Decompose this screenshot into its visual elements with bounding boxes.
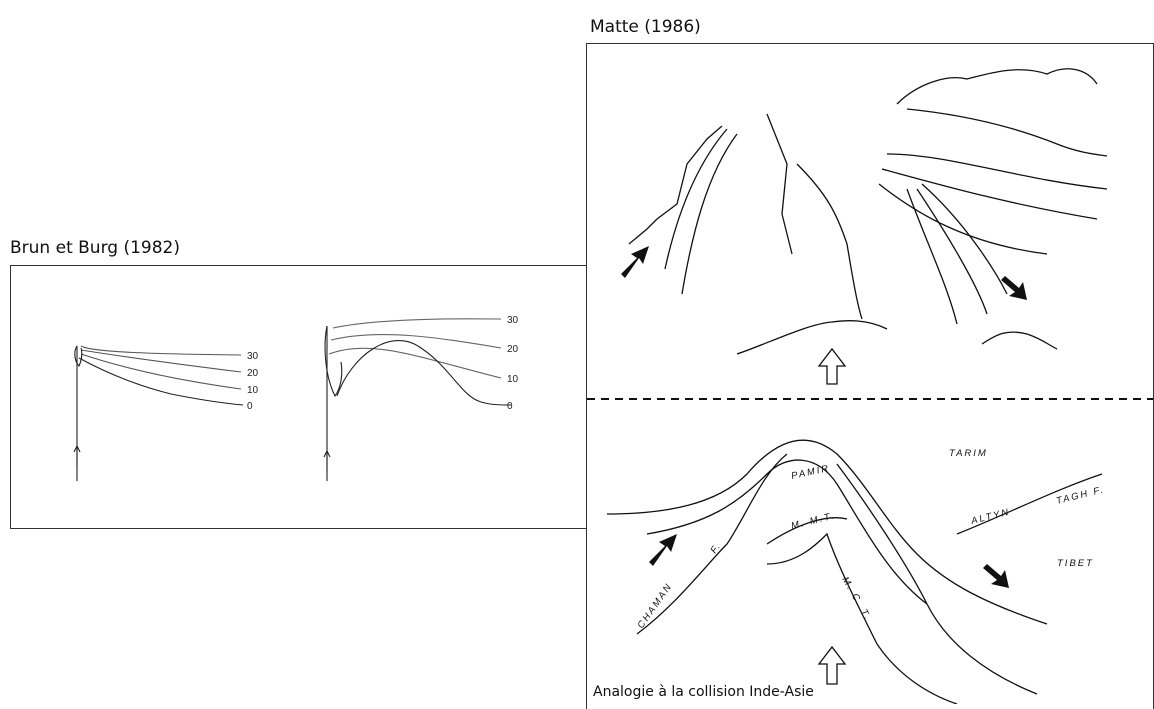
matte-panel: TARIM PAMIR ALTYN TAGH F. M. M.T. TIBET … (586, 43, 1154, 709)
matte-diagram: TARIM PAMIR ALTYN TAGH F. M. M.T. TIBET … (587, 44, 1153, 704)
small-model-label-10: 10 (247, 385, 259, 396)
label-mct: M. C. T. (839, 575, 873, 623)
large-model-label-0: 0 (507, 401, 513, 412)
thrust-ne-3 (882, 169, 1097, 219)
label-tarim: TARIM (949, 448, 988, 459)
arrow-lower-left (649, 534, 677, 566)
large-model-label-20: 20 (507, 344, 519, 355)
coast-south (737, 321, 887, 354)
small-model-arrow (74, 446, 80, 466)
thrust-ne-4 (879, 184, 1047, 254)
arrow-upper-north (819, 349, 845, 384)
large-model-contour-20 (331, 335, 501, 348)
alps-thrust-1 (665, 129, 727, 269)
alps-thrust-2 (682, 134, 737, 294)
strike-slip-2 (917, 189, 987, 314)
large-model-arrow (324, 451, 330, 471)
arrow-upper-right (1001, 276, 1027, 300)
strike-slip-1 (907, 189, 957, 324)
thrust-ne-1 (907, 109, 1107, 156)
brun-burg-diagram: 30 20 10 0 30 20 10 0 (11, 266, 587, 528)
label-mmt: M. M.T. (790, 510, 837, 532)
arrow-lower-north (819, 647, 845, 684)
large-model-contour-30 (333, 319, 501, 328)
thrust-ne-2 (887, 154, 1107, 189)
arrow-upper-left (621, 246, 649, 278)
large-model-fold (325, 326, 342, 396)
arrow-lower-right (983, 564, 1009, 588)
large-model-label-30: 30 (507, 315, 519, 326)
brun-burg-panel: 30 20 10 0 30 20 10 0 (10, 265, 588, 529)
matte-title: Matte (1986) (590, 17, 701, 37)
label-pamir: PAMIR (790, 463, 831, 482)
coast-south-2 (982, 332, 1057, 349)
small-model-label-30: 30 (247, 351, 259, 362)
large-model-contour-0 (337, 341, 511, 405)
small-model-bulge (75, 346, 82, 366)
small-model-label-20: 20 (247, 368, 259, 379)
small-model-label-0: 0 (247, 401, 253, 412)
coast-left (629, 126, 722, 244)
label-tagh-f: TAGH F. (1055, 484, 1106, 507)
label-f: F. (708, 540, 723, 555)
brun-burg-title: Brun et Burg (1982) (10, 238, 180, 258)
label-tibet: TIBET (1057, 558, 1094, 569)
coast-upper-right (897, 69, 1097, 104)
large-model-label-10: 10 (507, 374, 519, 385)
small-model-contour-0 (79, 358, 243, 405)
collision-caption: Analogie à la collision Inde-Asie (593, 684, 814, 700)
label-altyn: ALTYN (969, 507, 1011, 528)
large-model-contour-10 (329, 348, 501, 378)
central-faults-2 (797, 164, 862, 319)
central-faults (767, 114, 792, 254)
strike-slip-3 (922, 184, 1007, 294)
